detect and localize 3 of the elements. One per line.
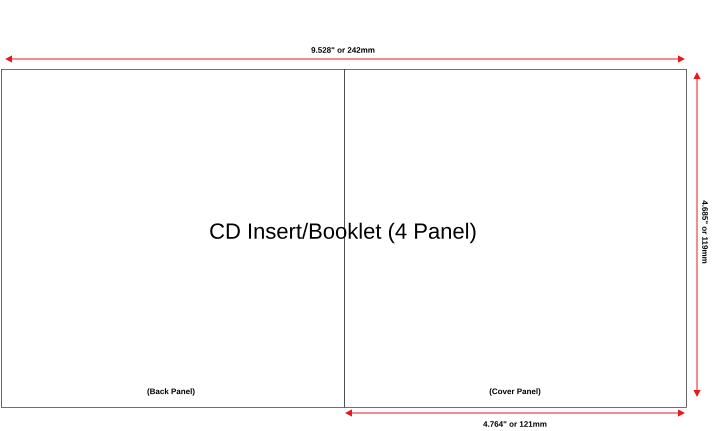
dimension-label: 4.764" or 121mm (483, 421, 546, 427)
dimension-label: 4.685" or 119mm (702, 200, 708, 264)
dimension-label: 9.528" or 242mm (311, 47, 374, 53)
